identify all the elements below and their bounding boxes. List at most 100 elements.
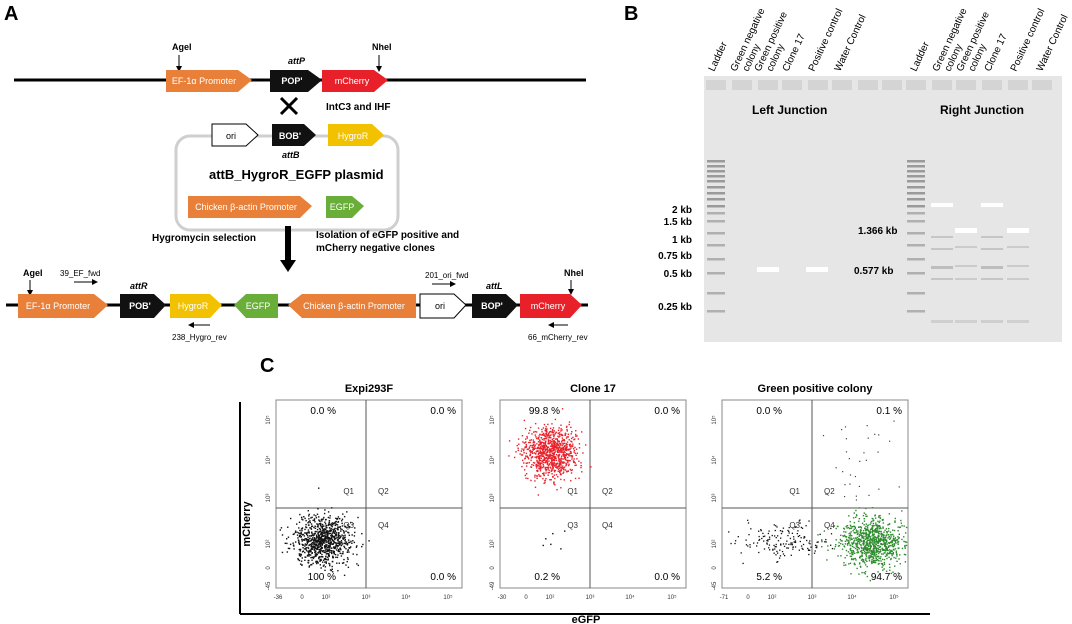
facs-event: [859, 531, 861, 534]
gel-ladders: [707, 160, 925, 313]
facs-event: [557, 429, 560, 432]
facs-event: [890, 572, 893, 575]
quadrant-label: Q4: [378, 521, 389, 530]
facs-event: [560, 457, 562, 459]
gel-well: [956, 80, 976, 90]
facs-event: [560, 441, 563, 443]
facs-event: [798, 520, 800, 522]
quadrant-q3-value: 100 %: [308, 572, 336, 583]
facs-event: [869, 539, 871, 541]
facs-event: [891, 539, 894, 541]
facs-event: [346, 524, 349, 526]
facs-event: [553, 445, 555, 448]
row3-ori-fwd-arrowhead: [450, 281, 456, 287]
facs-event: [307, 538, 310, 541]
facs-event: [302, 533, 305, 536]
facs-event: [341, 522, 343, 525]
facs-event: [857, 551, 860, 554]
gel-lane-label: Clone 17: [983, 32, 1010, 73]
facs-event: [524, 441, 527, 444]
facs-event: [328, 552, 330, 555]
facs-event: [578, 447, 581, 449]
plasmid-hygro-block: [328, 124, 384, 146]
facs-event: [771, 534, 773, 537]
facs-event: [529, 454, 531, 457]
facs-event: [558, 464, 561, 466]
facs-event: [552, 434, 554, 436]
facs-event: [526, 462, 529, 464]
facs-event: [535, 451, 538, 453]
facs-event: [792, 548, 794, 550]
facs-event: [869, 544, 872, 546]
facs-event: [881, 538, 883, 541]
plasmid-egfp-label: EGFP: [330, 202, 355, 212]
facs-event: [538, 455, 540, 458]
y-tick-label: 10²: [266, 540, 272, 549]
facs-event: [553, 449, 555, 452]
facs-event: [299, 553, 301, 556]
facs-event: [298, 559, 301, 562]
facs-event: [330, 525, 333, 527]
facs-event: [328, 548, 331, 551]
facs-event: [877, 559, 879, 562]
gel-well: [732, 80, 752, 90]
facs-event: [562, 442, 564, 445]
facs-event: [895, 539, 898, 541]
facs-event: [868, 531, 870, 533]
facs-event: [876, 555, 878, 558]
facs-event: [547, 456, 550, 458]
facs-event: [564, 457, 566, 460]
facs-event: [882, 538, 885, 541]
facs-event: [865, 515, 867, 518]
facs-event: [859, 565, 862, 568]
facs-event: [319, 528, 322, 531]
facs-event: [541, 462, 543, 465]
facs-event: [786, 547, 788, 549]
facs-event: [821, 545, 823, 548]
facs-event: [531, 433, 533, 435]
facs-event: [861, 571, 863, 574]
facs-event: [307, 551, 309, 553]
facs-event: [306, 554, 309, 557]
facs-event: [556, 488, 558, 491]
facs-event: [863, 571, 865, 574]
row3-attl-label: attL: [486, 281, 503, 291]
facs-event: [859, 529, 862, 531]
facs-event: [768, 536, 771, 538]
facs-event: [327, 534, 329, 536]
quadrant-label: Q1: [789, 487, 800, 496]
facs-event: [310, 527, 312, 529]
facs-event: [863, 520, 866, 522]
ladder-band: [907, 165, 925, 168]
facs-event: [553, 448, 555, 451]
facs-event: [850, 573, 852, 575]
facs-event: [543, 447, 545, 449]
facs-event: [892, 535, 895, 537]
facs-event: [307, 541, 309, 543]
facs-event: [572, 436, 574, 439]
facs-event: [541, 445, 543, 447]
facs-event: [316, 539, 318, 542]
facs-event: [858, 520, 860, 522]
facs-event: [550, 460, 553, 462]
facs-event: [313, 519, 316, 521]
facs-event: [553, 463, 555, 466]
facs-event: [525, 477, 527, 479]
facs-event: [538, 467, 540, 469]
gel-well: [758, 80, 778, 90]
ladder-band: [707, 198, 725, 201]
facs-event: [860, 551, 863, 553]
facs-event: [332, 535, 334, 538]
facs-event: [563, 440, 566, 442]
facs-event: [540, 441, 543, 443]
facs-event: [871, 552, 874, 555]
y-tick-label: 10²: [490, 540, 496, 549]
facs-event: [849, 547, 852, 550]
facs-event: [316, 561, 318, 563]
facs-event: [867, 537, 869, 540]
facs-event: [773, 535, 776, 537]
facs-event: [539, 466, 541, 468]
facs-event: [320, 546, 323, 549]
facs-event: [304, 517, 306, 520]
facs-event: [553, 435, 555, 437]
